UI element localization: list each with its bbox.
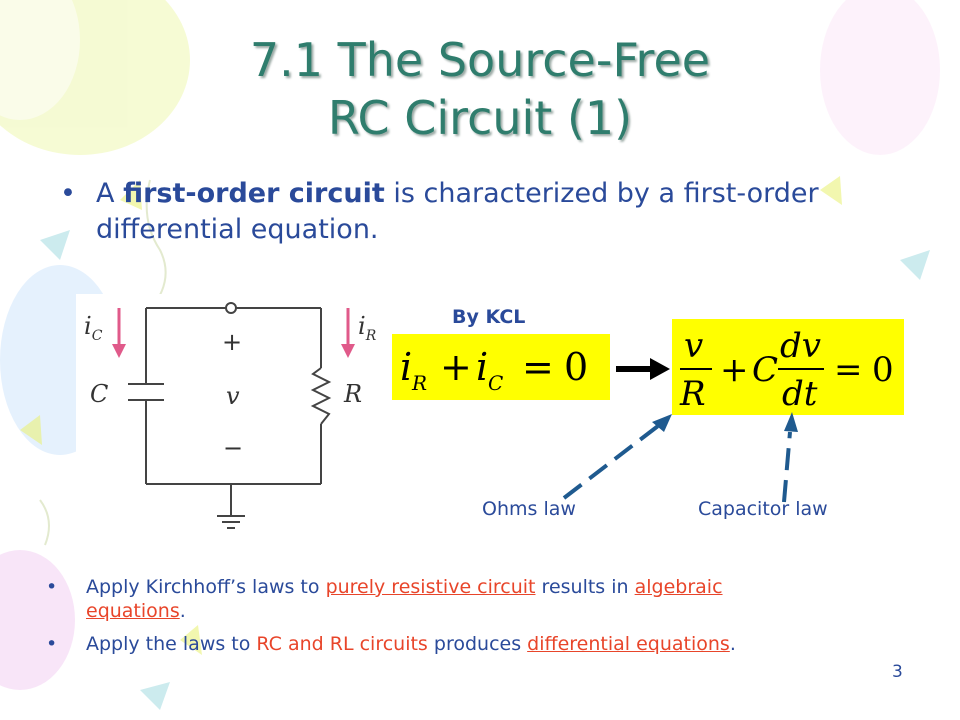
main-bullet-pre: A	[96, 178, 124, 209]
main-bullet-bold: first-order circuit	[123, 178, 385, 209]
rc-circuit-diagram: iC iR + v − C R	[76, 294, 376, 540]
svg-text:R: R	[411, 371, 427, 395]
minus-sign: −	[223, 434, 244, 462]
slide-title-line2: RC Circuit (1)	[327, 91, 633, 145]
ic-label: iC	[84, 312, 103, 344]
purely-resistive-circuit-text: purely resistive circuit	[325, 576, 536, 598]
list-item: • Apply the laws to RC and RL circuits p…	[46, 633, 736, 655]
implies-arrow-icon	[616, 358, 670, 380]
svg-text:R: R	[679, 374, 706, 414]
circuit-svg	[112, 302, 355, 529]
ir-label: iR	[358, 312, 377, 344]
svg-text:v: v	[684, 326, 703, 366]
main-bullet: • A first-order circuit is characterized…	[60, 176, 882, 248]
main-bullet-text: A first-order circuit is characterized b…	[62, 176, 882, 248]
svg-text:C: C	[752, 350, 778, 390]
svg-text:+: +	[720, 350, 749, 390]
bullet-dot: •	[46, 576, 58, 598]
main-bullet-post: is characterized by a first-order differ…	[96, 178, 819, 245]
slide-title-line1: 7.1 The Source-Free	[249, 33, 711, 87]
voltage-v-label: v	[226, 382, 240, 410]
svg-text:=: =	[834, 350, 863, 390]
svg-text:C: C	[488, 371, 503, 395]
svg-text:i: i	[476, 345, 488, 389]
page-number: 3	[892, 662, 903, 682]
bullet-dot: •	[60, 178, 76, 209]
capacitor-law-label: Capacitor law	[698, 498, 828, 520]
ohms-law-label: Ohms law	[482, 498, 576, 520]
resistor-r-label: R	[344, 380, 363, 408]
bullet-dot: •	[46, 633, 58, 655]
svg-text:dv: dv	[780, 326, 821, 366]
differential-equation: v R + C dv dt = 0	[679, 326, 894, 414]
svg-text:dt: dt	[782, 374, 818, 414]
by-kcl-label: By KCL	[452, 306, 526, 328]
svg-text:=: =	[522, 345, 554, 389]
list-item: • Apply Kirchhoff’s laws to purely resis…	[46, 576, 723, 622]
differential-equations-text: differential equations	[527, 633, 730, 655]
law-arrows	[562, 412, 798, 503]
capacitor-c-label: C	[90, 380, 109, 408]
rc-rl-circuits-text: RC and RL circuits	[256, 633, 428, 655]
algebraic-equations-text: algebraic equations	[86, 576, 723, 622]
svg-text:0: 0	[564, 345, 588, 389]
kcl-equation-box: i R + i C = 0	[392, 334, 610, 400]
kcl-equation: i R + i C = 0	[400, 345, 588, 395]
svg-text:+: +	[440, 345, 472, 389]
plus-sign: +	[222, 328, 243, 356]
svg-text:0: 0	[872, 350, 894, 390]
svg-text:i: i	[400, 345, 412, 389]
bottom-bullets: • Apply Kirchhoff’s laws to purely resis…	[46, 575, 806, 665]
differential-equation-box: v R + C dv dt = 0	[672, 319, 904, 415]
